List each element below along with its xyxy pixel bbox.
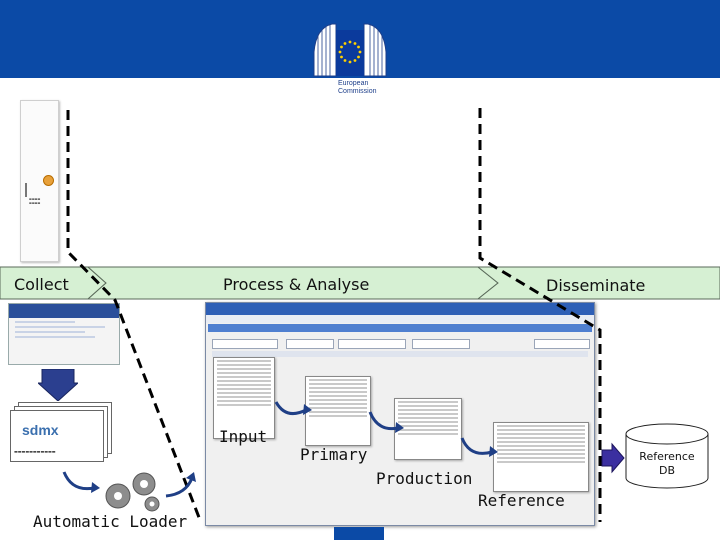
app-field-2 — [286, 339, 334, 349]
label-input: Input — [219, 427, 268, 446]
table-reference — [493, 422, 589, 492]
curved-arrow-icon — [165, 477, 194, 498]
curved-arrow-icon — [62, 471, 95, 491]
arrow-to-db-icon — [601, 442, 625, 474]
reference-db-label-line1: Reference — [639, 450, 695, 463]
stage-disseminate-label: Disseminate — [546, 276, 646, 295]
reference-db-label: Reference DB — [628, 450, 706, 478]
down-arrow-icon — [38, 369, 78, 401]
document-thumbnail: ▬▬▬▬▬▬▬▬ — [20, 100, 59, 262]
app-menubar — [206, 315, 594, 323]
web-data-screenshot — [8, 303, 120, 365]
table-primary — [305, 376, 371, 446]
eu-flag-icon — [338, 40, 362, 64]
app-titlebar — [206, 303, 594, 315]
app-toolbar — [208, 324, 592, 332]
logo-text: European Commission — [338, 80, 377, 96]
app-field-1 — [212, 339, 278, 349]
database-cylinder-icon — [625, 423, 709, 489]
label-primary: Primary — [300, 445, 368, 464]
sdmx-logo: sdmx — [22, 422, 59, 438]
logo-text-line2: Commission — [338, 88, 377, 95]
label-reference: Reference — [478, 491, 565, 510]
app-field-4 — [412, 339, 470, 349]
label-automatic-loader: Automatic Loader — [33, 512, 188, 531]
footer-tab — [334, 527, 384, 540]
table-production — [394, 398, 462, 460]
stage-collect-label: Collect — [14, 275, 69, 294]
app-column-header — [212, 351, 588, 357]
reference-db-label-line2: DB — [658, 464, 676, 477]
logo-text-line1: European — [338, 80, 369, 87]
european-commission-logo — [313, 23, 387, 77]
stage-process-label: Process & Analyse — [223, 275, 370, 294]
gears-icon — [105, 472, 160, 512]
sdmx-subtitle: ▬▬▬▬▬▬▬▬▬▬▬ — [14, 449, 56, 454]
app-field-5 — [534, 339, 590, 349]
table-input — [213, 357, 275, 439]
label-production: Production — [376, 469, 473, 488]
app-field-3 — [338, 339, 406, 349]
